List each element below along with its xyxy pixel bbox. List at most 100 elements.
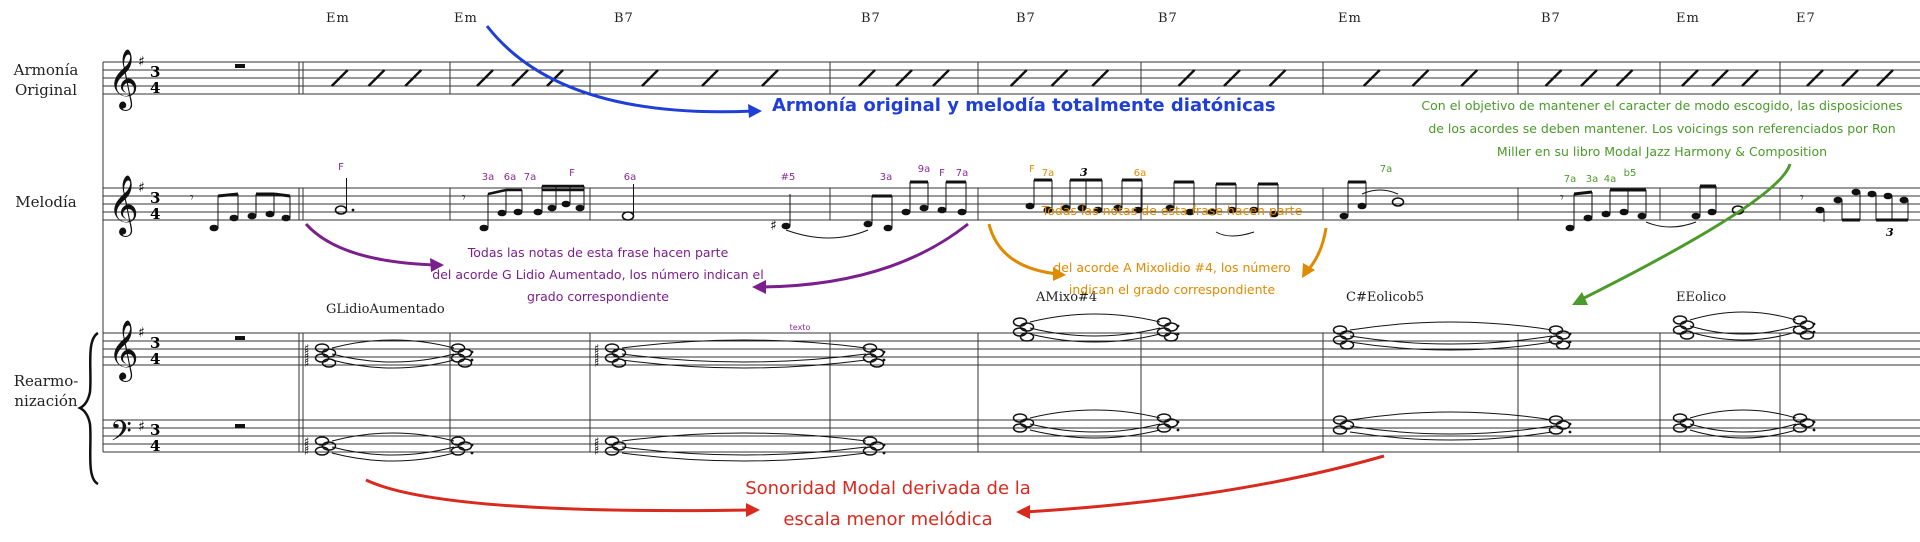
- label-original: Original: [15, 81, 77, 99]
- arrow-red: [365, 478, 753, 513]
- note-head: [209, 224, 219, 232]
- bass-clef-icon: 𝄢: [110, 415, 132, 455]
- sharp-icon: ♯: [304, 342, 309, 355]
- arrowhead-icon: [1302, 263, 1315, 278]
- tie: [1689, 331, 1797, 341]
- note-head: [937, 206, 947, 214]
- slash-mark: [1711, 69, 1729, 87]
- chord-note-head: [321, 348, 337, 358]
- degree-label: 4a: [1604, 174, 1617, 185]
- note-head: [1391, 197, 1405, 207]
- note-head: [901, 208, 911, 216]
- degree-label: 6a: [1134, 168, 1147, 179]
- note-head: [1185, 208, 1195, 216]
- note-head: [1851, 188, 1861, 196]
- note-head: [533, 208, 543, 216]
- note-head: [1061, 204, 1071, 212]
- arrowhead-icon: [752, 280, 766, 294]
- chord-note-head: [314, 343, 330, 353]
- chord-note-head: [1548, 335, 1564, 345]
- slash-mark: [1362, 69, 1381, 87]
- note-head: [1133, 206, 1143, 214]
- slash-mark: [701, 69, 719, 87]
- chord-symbol: E7: [1796, 11, 1816, 26]
- chord-note-head: [457, 358, 473, 368]
- note-head: [1637, 212, 1647, 220]
- note-head: [1207, 208, 1217, 216]
- tie: [331, 446, 455, 456]
- eighth-rest-icon: 𝄾: [190, 190, 194, 206]
- chord-note-head: [450, 446, 466, 456]
- sharp-icon: ♯: [304, 435, 309, 448]
- note-head: [547, 204, 557, 212]
- chord-note-head: [1012, 413, 1028, 423]
- degree-label: 7a: [1380, 164, 1393, 175]
- chord-note-head: [1332, 335, 1348, 345]
- augmentation-dot: [882, 451, 886, 455]
- chord-symbol: Em: [326, 11, 350, 26]
- chord-note-head: [1548, 425, 1564, 435]
- slash-mark: [1268, 69, 1287, 87]
- tie: [621, 432, 867, 442]
- chord-note-head: [314, 446, 330, 456]
- arrowhead-icon: [1053, 267, 1066, 281]
- svg-text:del acorde G Lidio Aumentado,: del acorde G Lidio Aumentado, los número…: [432, 267, 763, 282]
- note-head: [1113, 204, 1123, 212]
- sharp-icon: ♯: [304, 440, 309, 453]
- slash-mark: [1876, 69, 1894, 87]
- degree-label: F: [939, 168, 945, 179]
- tie: [331, 353, 455, 363]
- degree-label: #5: [781, 172, 796, 183]
- chord-note-head: [1672, 423, 1688, 433]
- annotation-red: Sonoridad Modal derivada de la escala me…: [745, 478, 1031, 530]
- whole-rest-icon: [235, 424, 245, 428]
- triplet-mark: 3: [1886, 226, 1894, 239]
- note-head: [957, 208, 967, 216]
- note-head: [1249, 206, 1259, 214]
- note-head: [1093, 206, 1103, 214]
- sharp-icon: ♯: [594, 357, 599, 370]
- note-head: [513, 208, 523, 216]
- note-head: [1583, 214, 1593, 222]
- slash-mark: [1681, 69, 1699, 87]
- tie: [1349, 341, 1553, 351]
- chord-note-head: [604, 343, 620, 353]
- chord-note-head: [1672, 413, 1688, 423]
- degree-label: 7a: [1042, 168, 1055, 179]
- augmentation-dot: [1568, 430, 1572, 434]
- note-head: [1357, 202, 1367, 210]
- slash-mark: [761, 69, 779, 87]
- tie: [1029, 429, 1161, 439]
- degree-label: F: [569, 168, 575, 179]
- note-head: [781, 222, 791, 230]
- degree-label: b5: [1624, 168, 1637, 179]
- rearm-chord-symbols: GLidioAumentado AMixo#4 C#Eolicob5 EEoli…: [326, 290, 1726, 332]
- arrowhead-icon: [1572, 292, 1588, 305]
- slash-mark: [858, 69, 876, 87]
- arrow-purple: [759, 222, 969, 289]
- chord-note-head: [611, 358, 627, 368]
- chord-note-head: [1012, 327, 1028, 337]
- slash-mark: [895, 69, 913, 87]
- chord-symbol: B7: [614, 11, 634, 26]
- svg-text:Todas las notas de esta frase: Todas las notas de esta frase hacen part…: [1041, 203, 1303, 218]
- tie: [1349, 431, 1553, 441]
- chord-note-head: [314, 353, 330, 363]
- rearm-chord-symbol: GLidioAumentado: [326, 302, 445, 317]
- note-head: [229, 214, 239, 222]
- degree-label: 9a: [918, 164, 931, 175]
- slash-mark: [1841, 69, 1859, 87]
- arrow-blue: [485, 25, 755, 114]
- arrow-orange: [1306, 227, 1328, 271]
- chord-note-head: [1156, 423, 1172, 433]
- sharp-icon: ♯: [594, 342, 599, 355]
- degree-label: 7a: [1564, 174, 1577, 185]
- tie: [1029, 423, 1161, 433]
- slash-mark: [1177, 69, 1196, 87]
- note-head: [479, 224, 489, 232]
- chord-note-head: [604, 446, 620, 456]
- degree-label: F: [338, 162, 344, 173]
- slash-mark: [1806, 69, 1824, 87]
- note-head: [1565, 224, 1575, 232]
- degree-label: 7a: [956, 168, 969, 179]
